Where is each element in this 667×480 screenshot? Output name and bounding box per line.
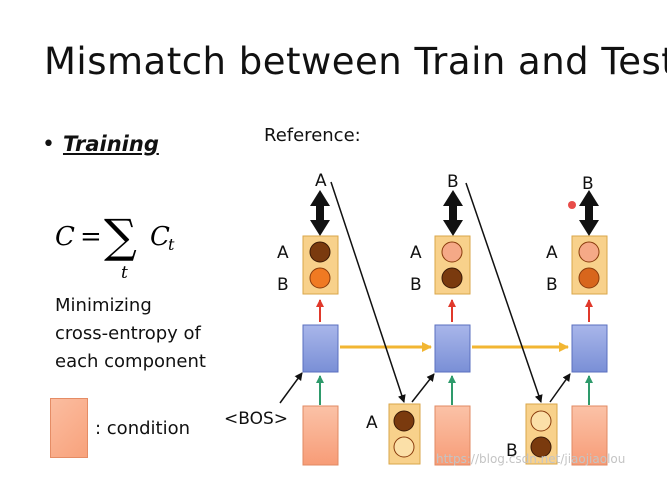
token-circle-b: [393, 436, 415, 458]
reference-feed-arrow: [465, 182, 543, 403]
token-circle-a: [530, 410, 552, 432]
watermark: https://blog.csdn.net/jiaojiaolou: [436, 452, 626, 466]
token-circle-b: [530, 436, 552, 458]
input-token-label-a: A: [366, 413, 378, 433]
input-token-label-b: B: [506, 441, 518, 461]
prob-circle-a: [309, 241, 331, 263]
prob-circle-a: [441, 241, 463, 263]
output-label-b: B: [410, 275, 422, 295]
reference-token-2: B: [447, 172, 459, 192]
slide-title: Mismatch between Train and Test: [44, 40, 667, 83]
reference-token-3: B: [582, 174, 594, 194]
token-input-arrow: [549, 373, 571, 403]
hidden-state-3: [571, 324, 608, 373]
condition-legend-swatch: [50, 398, 88, 458]
output-distribution-1: [302, 235, 339, 295]
reference-token-1: A: [315, 171, 327, 191]
token-input-arrow: [411, 373, 435, 403]
training-bullet: • Training: [42, 132, 159, 157]
double-arrow-icon: [443, 190, 463, 236]
note-line-3: each component: [55, 351, 206, 372]
input-token-panel-2: [525, 403, 558, 465]
output-label-a: A: [277, 243, 289, 263]
pointer-dot: [568, 201, 576, 209]
condition-legend-label: : condition: [95, 418, 191, 439]
prob-circle-b: [441, 267, 463, 289]
double-arrow-icon: [310, 190, 330, 236]
token-circle-a: [393, 410, 415, 432]
hidden-state-2: [434, 324, 471, 373]
condition-box-2: [434, 405, 471, 466]
reference-feed-arrow: [330, 181, 406, 403]
hidden-state-1: [302, 324, 339, 373]
condition-box-3: [571, 405, 608, 466]
double-arrow-icon: [579, 190, 599, 236]
bos-token: <BOS>: [224, 409, 288, 429]
note-line-1: Minimizing: [55, 295, 152, 316]
note-line-2: cross-entropy of: [55, 323, 201, 344]
output-label-b: B: [277, 275, 289, 295]
bos-arrow: [279, 372, 303, 404]
condition-box-1: [302, 405, 339, 466]
output-distribution-3: [571, 235, 608, 295]
prob-circle-b: [309, 267, 331, 289]
output-label-a: A: [410, 243, 422, 263]
reference-label: Reference:: [264, 125, 361, 146]
prob-circle-a: [578, 241, 600, 263]
training-label: Training: [62, 132, 159, 156]
output-distribution-2: [434, 235, 471, 295]
bullet-dot: •: [42, 132, 55, 157]
output-label-b: B: [546, 275, 558, 295]
input-token-panel-1: [388, 403, 421, 465]
cross-entropy-note: Minimizing cross-entropy of each compone…: [55, 292, 206, 376]
output-label-a: A: [546, 243, 558, 263]
prob-circle-b: [578, 267, 600, 289]
